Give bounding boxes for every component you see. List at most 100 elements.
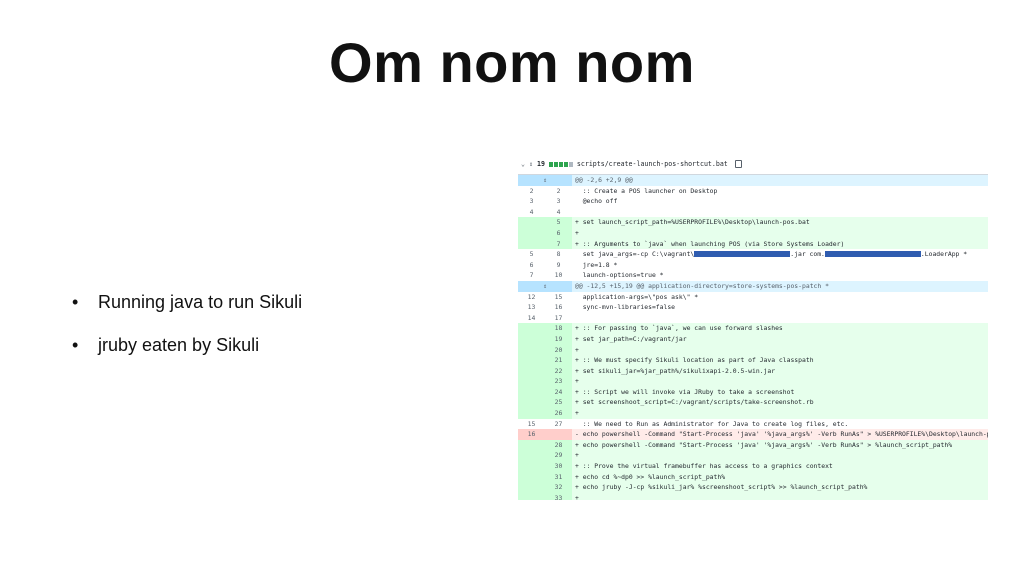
diff-line-code: +	[575, 345, 579, 354]
diff-line-code: - echo powershell -Command "Start-Proces…	[575, 430, 988, 439]
diff-line: 26+	[518, 408, 988, 419]
diff-line-code: application-args=\"pos ask\" *	[575, 292, 699, 301]
new-line-number: 2	[556, 186, 561, 195]
diffstat-add-bar	[563, 161, 568, 167]
old-line-number	[518, 376, 545, 387]
new-line-number: 29	[545, 450, 572, 462]
old-line-number: 12	[527, 292, 536, 301]
new-line-number: 8	[556, 250, 561, 259]
diff-line-code: + :: For passing to `java`, we can use f…	[575, 324, 783, 333]
diff-hunk-header[interactable]: ⇕@@ -2,6 +2,9 @@	[518, 175, 988, 186]
new-line-number: 27	[554, 419, 563, 428]
bullet-item: •jruby eaten by Sikuli	[72, 335, 302, 355]
copy-icon[interactable]	[734, 160, 742, 168]
new-line-number	[545, 429, 572, 440]
diff-line-code: :: Create a POS launcher on Desktop	[575, 186, 718, 195]
bullet-glyph: •	[72, 292, 79, 312]
code-text: .jar com.	[790, 250, 825, 259]
expand-hunk-icon[interactable]: ⇕	[518, 175, 572, 186]
old-line-number: 2	[529, 186, 534, 195]
diff-line: 25+ set screenshoot_script=C:/vagrant/sc…	[518, 397, 988, 409]
bullet-glyph: •	[72, 335, 79, 355]
old-line-number	[518, 217, 545, 228]
old-line-number: 16	[518, 429, 545, 440]
diff-line-code: + :: Arguments to `java` when launching …	[575, 239, 845, 248]
diff-line: 32+ echo jruby -J-cp %sikuli_jar% %scree…	[518, 482, 988, 493]
old-line-number	[518, 471, 545, 483]
diff-line-code: :: We need to Run as Administrator for J…	[575, 419, 849, 428]
old-line-number	[518, 365, 545, 377]
code-text: set java_args=-cp C:\vagrant\	[575, 250, 695, 259]
redaction-bar	[694, 251, 791, 258]
diff-line-code: sync-mvn-libraries=false	[575, 303, 676, 312]
bullet-list: •Running java to run Sikuli •jruby eaten…	[72, 292, 302, 378]
diff-line-code: @echo off	[575, 197, 618, 206]
diffstat-add-bar	[548, 161, 553, 167]
new-line-number: 28	[545, 439, 572, 451]
new-line-number: 9	[556, 260, 561, 269]
new-line-number: 23	[545, 376, 572, 387]
old-line-number	[518, 333, 545, 345]
change-count: 19	[536, 160, 545, 168]
file-path[interactable]: scripts/create-launch-pos-shortcut.bat	[576, 160, 728, 168]
new-line-number: 30	[545, 461, 572, 472]
diff-line: 16 - echo powershell -Command "Start-Proc…	[518, 429, 988, 440]
expand-hunk-icon[interactable]: ⇕	[518, 280, 572, 292]
diff-line: 28+ echo powershell -Command "Start-Proc…	[518, 439, 988, 451]
diff-line: 33+	[518, 492, 988, 500]
old-line-number	[518, 397, 545, 409]
diffstat-bars	[548, 161, 573, 167]
new-line-number: 3	[556, 197, 561, 206]
old-line-number	[518, 408, 545, 419]
new-line-number: 33	[545, 492, 572, 500]
diff-line-code: @@ -12,5 +15,19 @@ application-directory…	[575, 281, 829, 290]
new-line-number: 31	[545, 471, 572, 483]
new-line-number: 18	[545, 323, 572, 334]
old-line-number	[518, 227, 545, 239]
diff-line: 2 2 :: Create a POS launcher on Desktop	[518, 186, 988, 197]
new-line-number: 5	[545, 217, 572, 228]
old-line-number	[518, 238, 545, 250]
diff-line-code: + :: Prove the virtual framebuffer has a…	[575, 462, 833, 471]
old-line-number	[518, 355, 545, 366]
old-line-number: 4	[529, 207, 534, 216]
diff-line: 20+	[518, 344, 988, 356]
diff-line-code: + set screenshoot_script=C:/vagrant/scri…	[575, 398, 814, 407]
diff-line-code: + set launch_script_path=%USERPROFILE%\D…	[575, 218, 810, 227]
diffstat-neutral-bar	[568, 161, 573, 167]
diff-line-code: + set sikuli_jar=%jar_path%/sikulixapi-2…	[575, 366, 776, 375]
diff-file-header: ⌄ ⇕ 19 scripts/create-launch-pos-shortcu…	[518, 154, 988, 175]
new-line-number: 25	[545, 397, 572, 409]
diff-line-code: +	[575, 493, 579, 500]
diff-line: 21+ :: We must specify Sikuli location a…	[518, 355, 988, 366]
old-line-number: 7	[529, 271, 534, 280]
new-line-number: 24	[545, 386, 572, 398]
old-line-number	[518, 492, 545, 500]
old-line-number: 6	[529, 260, 534, 269]
new-line-number: 7	[545, 238, 572, 250]
bullet-item: •Running java to run Sikuli	[72, 292, 302, 312]
redaction-bar	[824, 251, 921, 258]
expand-icon[interactable]: ⇕	[528, 160, 533, 168]
diff-line-code: @@ -2,6 +2,9 @@	[575, 176, 633, 184]
diff-line-code: set java_args=-cp C:\vagrant\.jar com..L…	[572, 249, 988, 260]
new-line-number: 16	[554, 303, 563, 312]
old-line-number	[518, 482, 545, 493]
diff-hunk-header[interactable]: ⇕@@ -12,5 +15,19 @@ application-director…	[518, 280, 988, 292]
chevron-down-icon[interactable]: ⌄	[521, 160, 525, 168]
diff-line-code	[572, 313, 988, 324]
old-line-number	[518, 386, 545, 398]
diff-line-code: + echo cd %~dp0 >> %launch_script_path%	[575, 472, 726, 481]
diff-line-code: launch-options=true *	[575, 271, 664, 280]
old-line-number	[518, 323, 545, 334]
new-line-number: 26	[545, 408, 572, 419]
diff-line-code: + :: Script we will invoke via JRuby to …	[575, 387, 795, 396]
diff-line-code: +	[575, 377, 579, 386]
diff-line-code: +	[575, 228, 579, 237]
